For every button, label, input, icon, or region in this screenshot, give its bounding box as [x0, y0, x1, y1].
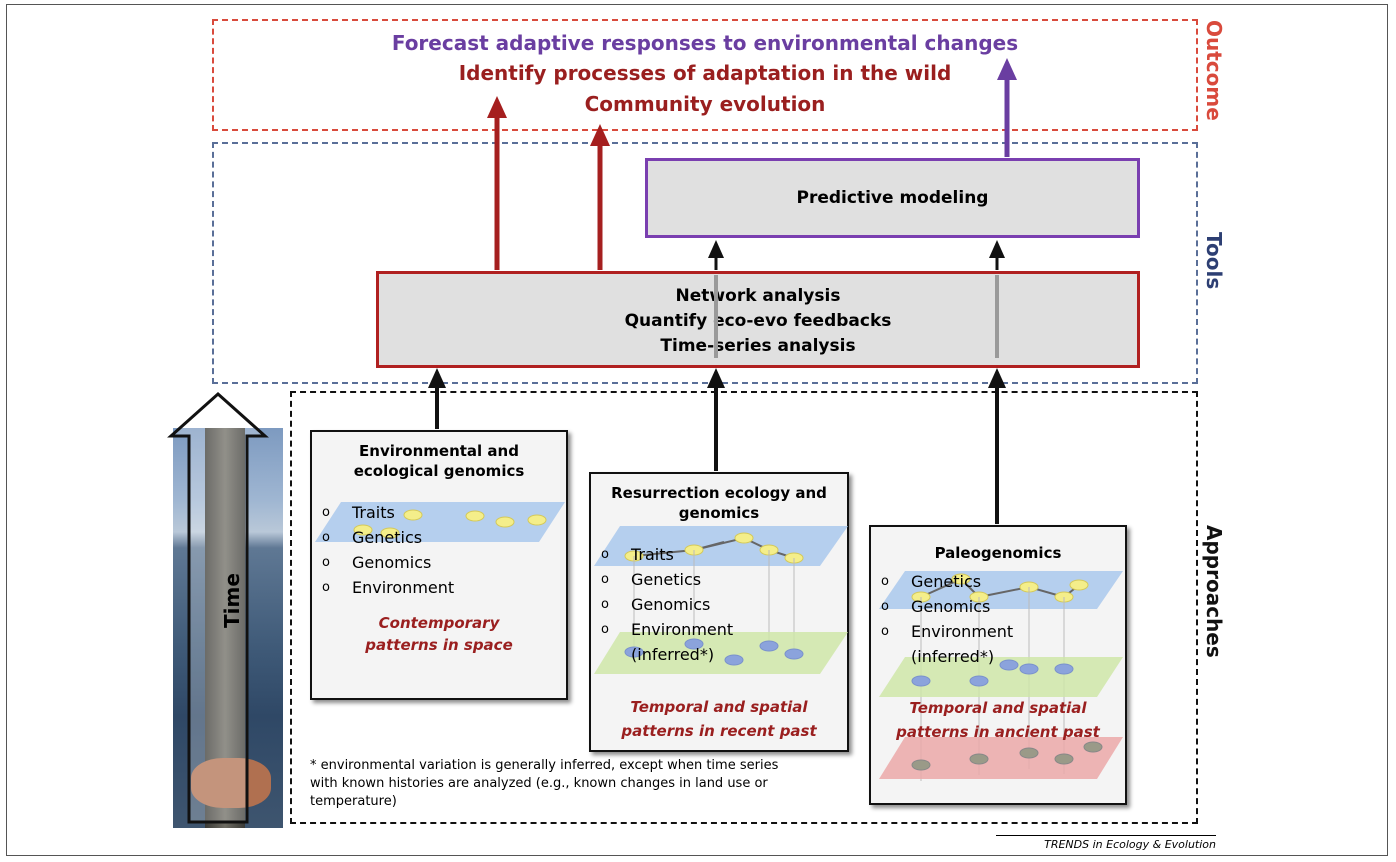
card-2-title-line-2: genomics	[678, 504, 760, 522]
card-2-title-line-1: Resurrection ecology and	[611, 484, 827, 502]
card-3-title-line-1: Paleogenomics	[934, 544, 1062, 562]
credit-text: TRENDS in Ecology & Evolution	[1044, 838, 1216, 851]
credit-rule	[996, 835, 1216, 836]
outcome-region: Forecast adaptive responses to environme…	[212, 19, 1198, 131]
approaches-region	[290, 391, 1198, 824]
card-2-network-planes	[594, 526, 848, 674]
card-3-network-planes	[879, 571, 1123, 781]
sediment-core-photo	[173, 428, 283, 828]
analysis-line-3: Time-series analysis	[660, 336, 856, 356]
card-1-title-line-2: ecological genomics	[353, 462, 525, 480]
outcome-label: Outcome	[1202, 20, 1226, 121]
footnote: * environmental variation is generally i…	[310, 757, 778, 811]
footnote-line-1: * environmental variation is generally i…	[310, 758, 779, 773]
time-arrow	[167, 391, 269, 824]
approaches-label: Approaches	[1202, 525, 1226, 658]
card-1-title-line-1: Environmental and	[359, 442, 519, 460]
card-1-network-plane	[315, 502, 565, 542]
hand-shape	[191, 758, 271, 808]
outcome-line-2: Identify processes of adaptation in the …	[458, 61, 952, 85]
outcome-line-3: Community evolution	[584, 92, 826, 116]
footnote-line-2: with known histories are analyzed (e.g.,…	[310, 776, 768, 791]
analysis-box: Network analysis Quantify eco-evo feedba…	[376, 271, 1140, 368]
card-1-pattern-line-2: patterns in space	[365, 636, 513, 654]
predictive-modeling-label: Predictive modeling	[796, 188, 989, 208]
footnote-line-3: temperature)	[310, 794, 397, 809]
tools-region	[212, 142, 1198, 384]
figure-frame	[6, 4, 1388, 856]
outcome-line-1: Forecast adaptive responses to environme…	[391, 31, 1019, 55]
card-3-pattern-line-2: patterns in ancient past	[896, 723, 1100, 741]
card-3-pattern-line-1: Temporal and spatial	[909, 699, 1087, 717]
list-item: (inferred*)	[911, 647, 995, 666]
predictive-modeling-box: Predictive modeling	[645, 158, 1140, 238]
card-2-pattern-line-2: patterns in recent past	[621, 722, 817, 740]
card-2-pattern-line-1: Temporal and spatial	[630, 698, 808, 716]
time-arrow-svg	[167, 391, 269, 824]
analysis-line-1: Network analysis	[675, 286, 841, 306]
list-item: (inferred*)	[631, 645, 715, 664]
tools-label: Tools	[1202, 232, 1226, 290]
time-label: Time	[220, 573, 244, 628]
analysis-line-2: Quantify eco-evo feedbacks	[624, 311, 892, 331]
card-1-pattern-line-1: Contemporary	[378, 614, 500, 632]
